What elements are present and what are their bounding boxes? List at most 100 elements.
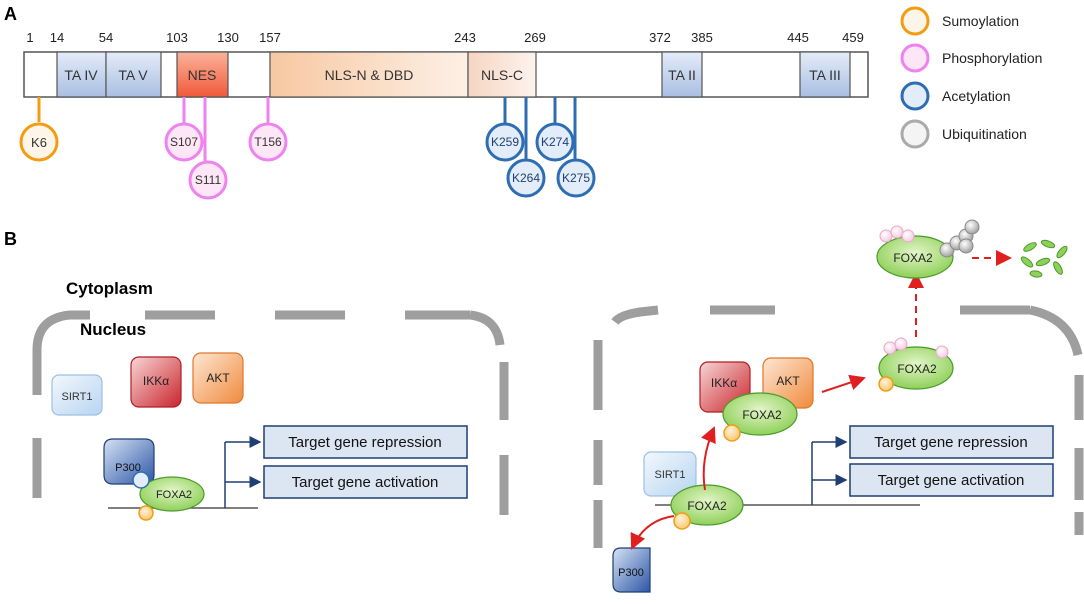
p300-label: P300: [618, 567, 644, 579]
position-label: 269: [524, 30, 546, 45]
site-k6: K6: [19, 97, 59, 162]
phospho-group-icon: [890, 225, 904, 239]
akt-label: AKT: [776, 374, 800, 388]
sumoylation-swatch-icon: [900, 6, 930, 36]
site-k274: K274: [535, 97, 575, 162]
domain-label: NES: [188, 67, 217, 83]
right-foxa2-exported: FOXA2: [878, 346, 954, 390]
right-foxa2-ubiquitinated: FOXA2: [876, 235, 954, 279]
domain-label: TA III: [809, 67, 841, 83]
akt-label: AKT: [206, 371, 230, 385]
repression-label: Target gene repression: [288, 434, 441, 451]
nucleus-label: Nucleus: [80, 320, 146, 339]
position-label: 103: [166, 30, 188, 45]
site-label: K275: [562, 171, 590, 185]
activation-label: Target gene activation: [878, 472, 1025, 489]
position-label: 130: [217, 30, 239, 45]
phospho-group-icon: [901, 229, 915, 243]
activation-label: Target gene activation: [292, 474, 439, 491]
domain-ta-v: TA V: [105, 51, 162, 98]
degradation-fragments-icon: [1020, 239, 1068, 278]
nuclear-envelope-right: [593, 305, 1084, 548]
foxa2-label: FOXA2: [687, 499, 727, 513]
position-label: 243: [454, 30, 476, 45]
panel-a-label: A: [4, 4, 17, 24]
left-ikka: IKKα: [130, 356, 182, 408]
ikka-label: IKKα: [711, 376, 737, 390]
site-k259: K259: [485, 97, 525, 162]
domain-ta-iv: TA IV: [56, 51, 107, 98]
legend-label: Acetylation: [942, 88, 1010, 104]
nuclear-envelope-left: [32, 310, 509, 515]
position-label: 54: [99, 30, 113, 45]
foxa2-label: FOXA2: [897, 362, 937, 376]
domain-label: NLS-C: [481, 67, 523, 83]
legend-label: Phosphorylation: [942, 50, 1042, 66]
phospho-group-icon: [935, 345, 949, 359]
legend-item-acetylation: Acetylation: [900, 81, 1010, 111]
right-repression-box: Target gene repression: [849, 425, 1054, 459]
acetylation-swatch-icon: [900, 81, 930, 111]
legend: Sumoylation Phosphorylation Acetylation …: [900, 6, 1042, 149]
site-label: S107: [170, 135, 198, 149]
red-arrows: [630, 250, 1012, 550]
site-label: T156: [254, 135, 282, 149]
left-repression-box: Target gene repression: [263, 425, 468, 459]
phosphorylation-swatch-icon: [900, 43, 930, 73]
sirt1-label: SIRT1: [655, 469, 686, 481]
position-label: 157: [259, 30, 281, 45]
domain-label: TA IV: [64, 67, 98, 83]
foxa2-label: FOXA2: [156, 489, 192, 501]
cytoplasm-label: Cytoplasm: [66, 279, 153, 298]
site-label: K264: [512, 171, 540, 185]
left-sirt1: SIRT1: [51, 374, 103, 416]
domain-nes: NES: [176, 51, 229, 98]
domain-label: NLS-N & DBD: [325, 67, 414, 83]
left-gene-arrows: [224, 436, 262, 508]
site-label: K6: [31, 135, 47, 150]
legend-label: Sumoylation: [942, 13, 1019, 29]
sumo-group-icon: [138, 505, 154, 521]
right-gene-arrows: [811, 436, 848, 505]
position-label: 459: [842, 30, 864, 45]
domain-ta-iii: TA III: [799, 51, 851, 98]
legend-label: Ubiquitination: [942, 126, 1027, 142]
left-akt: AKT: [192, 352, 244, 404]
position-label: 372: [649, 30, 671, 45]
repression-label: Target gene repression: [874, 434, 1027, 451]
foxa2-label: FOXA2: [893, 251, 933, 265]
ubiquitin-chain-icon: [939, 219, 980, 258]
sumo-group-icon: [723, 424, 741, 442]
sirt1-label: SIRT1: [62, 391, 93, 403]
phospho-group-icon: [894, 337, 908, 351]
legend-item-sumoylation: Sumoylation: [900, 6, 1019, 36]
acetyl-group-icon: [132, 471, 150, 489]
domain-label: TA V: [118, 67, 148, 83]
site-label: K259: [491, 135, 519, 149]
domain-nls-c: NLS-C: [467, 51, 537, 98]
right-activation-box: Target gene activation: [849, 463, 1054, 497]
domain-nls-n-dbd: NLS-N & DBD: [269, 51, 469, 98]
sumo-group-icon: [673, 512, 691, 530]
legend-item-phosphorylation: Phosphorylation: [900, 43, 1042, 73]
site-k275: K275: [556, 97, 596, 198]
legend-item-ubiquitination: Ubiquitination: [900, 119, 1027, 149]
right-foxa2-kinase: FOXA2: [722, 392, 798, 436]
site-t156: T156: [248, 97, 288, 162]
domain-ta-ii: TA II: [661, 51, 703, 98]
site-label: S111: [195, 173, 222, 187]
position-label: 445: [787, 30, 809, 45]
site-label: K274: [541, 135, 569, 149]
position-numbers: 1 14 54 103 130 157 243 269 372 385 445 …: [26, 30, 863, 45]
phospho-group-icon: [879, 229, 893, 243]
site-k264: K264: [506, 97, 546, 198]
right-foxa2-dna: FOXA2: [670, 484, 744, 526]
position-label: 385: [691, 30, 713, 45]
right-p300: P300: [612, 547, 651, 593]
left-foxa2: FOXA2: [139, 476, 205, 512]
site-s107: S107: [164, 97, 204, 162]
ikka-label: IKKα: [143, 374, 169, 388]
sumo-group-icon: [878, 376, 894, 392]
left-activation-box: Target gene activation: [263, 465, 468, 499]
